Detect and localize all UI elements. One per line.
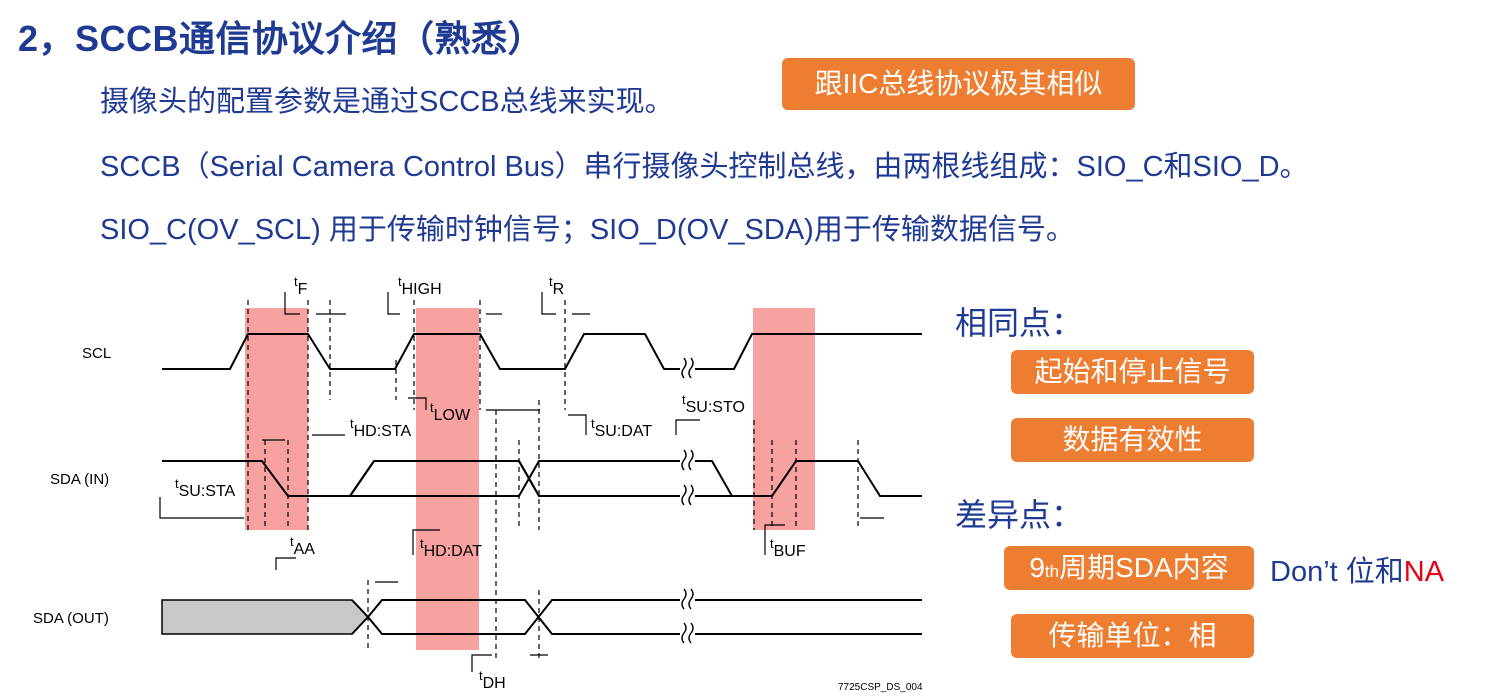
diff-note-text: Don’t 位和 <box>1270 556 1404 588</box>
intro-line-2: SCCB（Serial Camera Control Bus）串行摄像头控制总线… <box>100 151 1309 183</box>
svg-text:tBUF: tBUF <box>770 536 806 560</box>
diff-item-9th-subscript: th <box>1044 562 1060 581</box>
diff-item-transfer-unit: 传输单位：相 <box>1011 614 1254 658</box>
timing-leaders <box>159 292 884 672</box>
sda-out-path-b <box>351 599 680 635</box>
svg-text:tHD:STA: tHD:STA <box>350 416 411 440</box>
figure-id: 7725CSP_DS_004 <box>838 682 923 693</box>
svg-text:tSU:DAT: tSU:DAT <box>591 416 652 440</box>
timing-parameter-labels: tF tHIGH tR tLOW tHD:STA tSU:DAT tSU:STO… <box>175 274 806 692</box>
diff-item-9th-rest: 周期SDA内容 <box>1059 552 1229 583</box>
svg-text:tF: tF <box>294 274 308 298</box>
same-item-data-validity: 数据有效性 <box>1011 418 1254 462</box>
scl-break-mark <box>681 357 694 379</box>
highlight-band-start <box>245 308 308 530</box>
intro-line-1: 摄像头的配置参数是通过SCCB总线来实现。 <box>100 86 674 118</box>
signal-label-sda-in: SDA (IN) <box>50 471 109 488</box>
svg-text:tSU:STO: tSU:STO <box>682 392 745 416</box>
same-item-start-stop: 起始和停止信号 <box>1011 350 1254 394</box>
diff-points-heading: 差异点： <box>955 497 1084 533</box>
signal-labels: SCL SDA (IN) SDA (OUT) <box>33 345 111 627</box>
sda-out-break-mark <box>681 588 694 644</box>
svg-text:tSU:STA: tSU:STA <box>175 476 236 500</box>
svg-text:tHIGH: tHIGH <box>398 274 442 298</box>
scl-waveform <box>162 333 680 370</box>
diff-item-9th-base: 9 <box>1029 552 1045 583</box>
highlight-band-data <box>416 308 479 650</box>
diff-note: Don’t 位和NA <box>1270 548 1444 590</box>
diff-note-na: NA <box>1403 556 1445 588</box>
intro-line-3: SIO_C(OV_SCL) 用于传输时钟信号；SIO_D(OV_SDA)用于传输… <box>100 214 1075 246</box>
sda-in-stop-path <box>695 460 922 497</box>
svg-text:tDH: tDH <box>479 668 506 692</box>
timing-guide-lines <box>247 300 859 660</box>
svg-text:tLOW: tLOW <box>430 400 471 424</box>
sda-out-shaded-region <box>161 599 370 635</box>
highlight-band-stop <box>753 308 815 530</box>
svg-text:tR: tR <box>549 274 564 298</box>
svg-text:tAA: tAA <box>290 534 315 558</box>
signal-label-sda-out: SDA (OUT) <box>33 610 109 627</box>
svg-text:tHD:DAT: tHD:DAT <box>420 536 482 560</box>
same-points-heading: 相同点： <box>955 305 1084 341</box>
signal-label-scl: SCL <box>82 345 111 362</box>
page-title: 2，SCCB通信协议介绍（熟悉） <box>18 18 545 59</box>
sda-in-break-mark <box>681 449 694 506</box>
sda-in-high-path <box>350 460 680 497</box>
iic-similarity-badge: 跟IIC总线协议极其相似 <box>782 58 1135 110</box>
scl-waveform-after-break <box>695 333 922 370</box>
diff-item-9th-cycle: 9th周期SDA内容 <box>1004 546 1254 590</box>
sda-out-path-a <box>351 599 680 635</box>
